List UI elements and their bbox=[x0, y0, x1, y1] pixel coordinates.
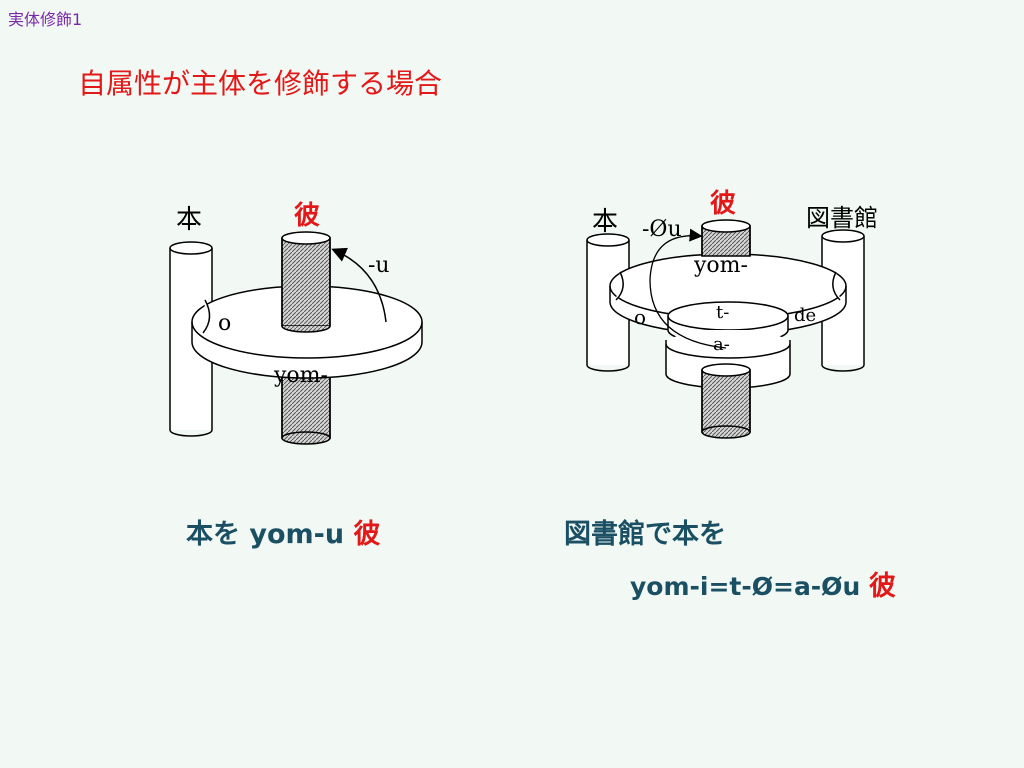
left-caption-kare: 彼 bbox=[353, 519, 381, 550]
right-library-label: 図書館 bbox=[806, 204, 878, 232]
right-caption-line2: yom-i=t-Ø=a-Øu 彼 bbox=[630, 564, 896, 603]
slide-title: 自属性が主体を修飾する場合 bbox=[78, 67, 443, 100]
left-upper-hatched-cylinder bbox=[281, 231, 331, 333]
left-kare-label: 彼 bbox=[294, 201, 320, 231]
left-u-label: -u bbox=[368, 253, 390, 278]
right-caption-line2-text: yom-i=t-Ø=a-Øu bbox=[630, 572, 869, 601]
right-kare-label: 彼 bbox=[710, 189, 736, 219]
right-yom-label: yom- bbox=[693, 253, 748, 278]
right-t-label: t- bbox=[716, 302, 729, 323]
left-book-label: 本 bbox=[176, 205, 202, 235]
right-lower-hatched-cylinder bbox=[701, 363, 751, 439]
slide-corner-label: 実体修飾1 bbox=[8, 10, 83, 29]
right-ou-arrow bbox=[649, 228, 727, 349]
right-ou-label: -Øu bbox=[642, 217, 682, 242]
right-upper-hatched-cylinder bbox=[701, 219, 751, 257]
left-book-pillar bbox=[169, 241, 213, 437]
left-u-arrow bbox=[331, 247, 387, 323]
right-de-label: de bbox=[794, 305, 816, 326]
right-caption-line1: 図書館で本を bbox=[564, 519, 726, 550]
left-o-label: o bbox=[218, 311, 231, 336]
right-book-label: 本 bbox=[592, 207, 618, 237]
right-diagram bbox=[586, 219, 865, 439]
left-caption-text: 本を yom-u bbox=[186, 519, 354, 550]
left-diagram bbox=[169, 231, 423, 445]
left-caption: 本を yom-u 彼 bbox=[186, 512, 381, 551]
left-yom-label: yom- bbox=[273, 363, 328, 388]
right-a-disc bbox=[665, 330, 791, 389]
right-a-label: a- bbox=[713, 334, 730, 355]
right-caption-kare: 彼 bbox=[868, 571, 896, 602]
right-o-label: o bbox=[634, 305, 646, 329]
